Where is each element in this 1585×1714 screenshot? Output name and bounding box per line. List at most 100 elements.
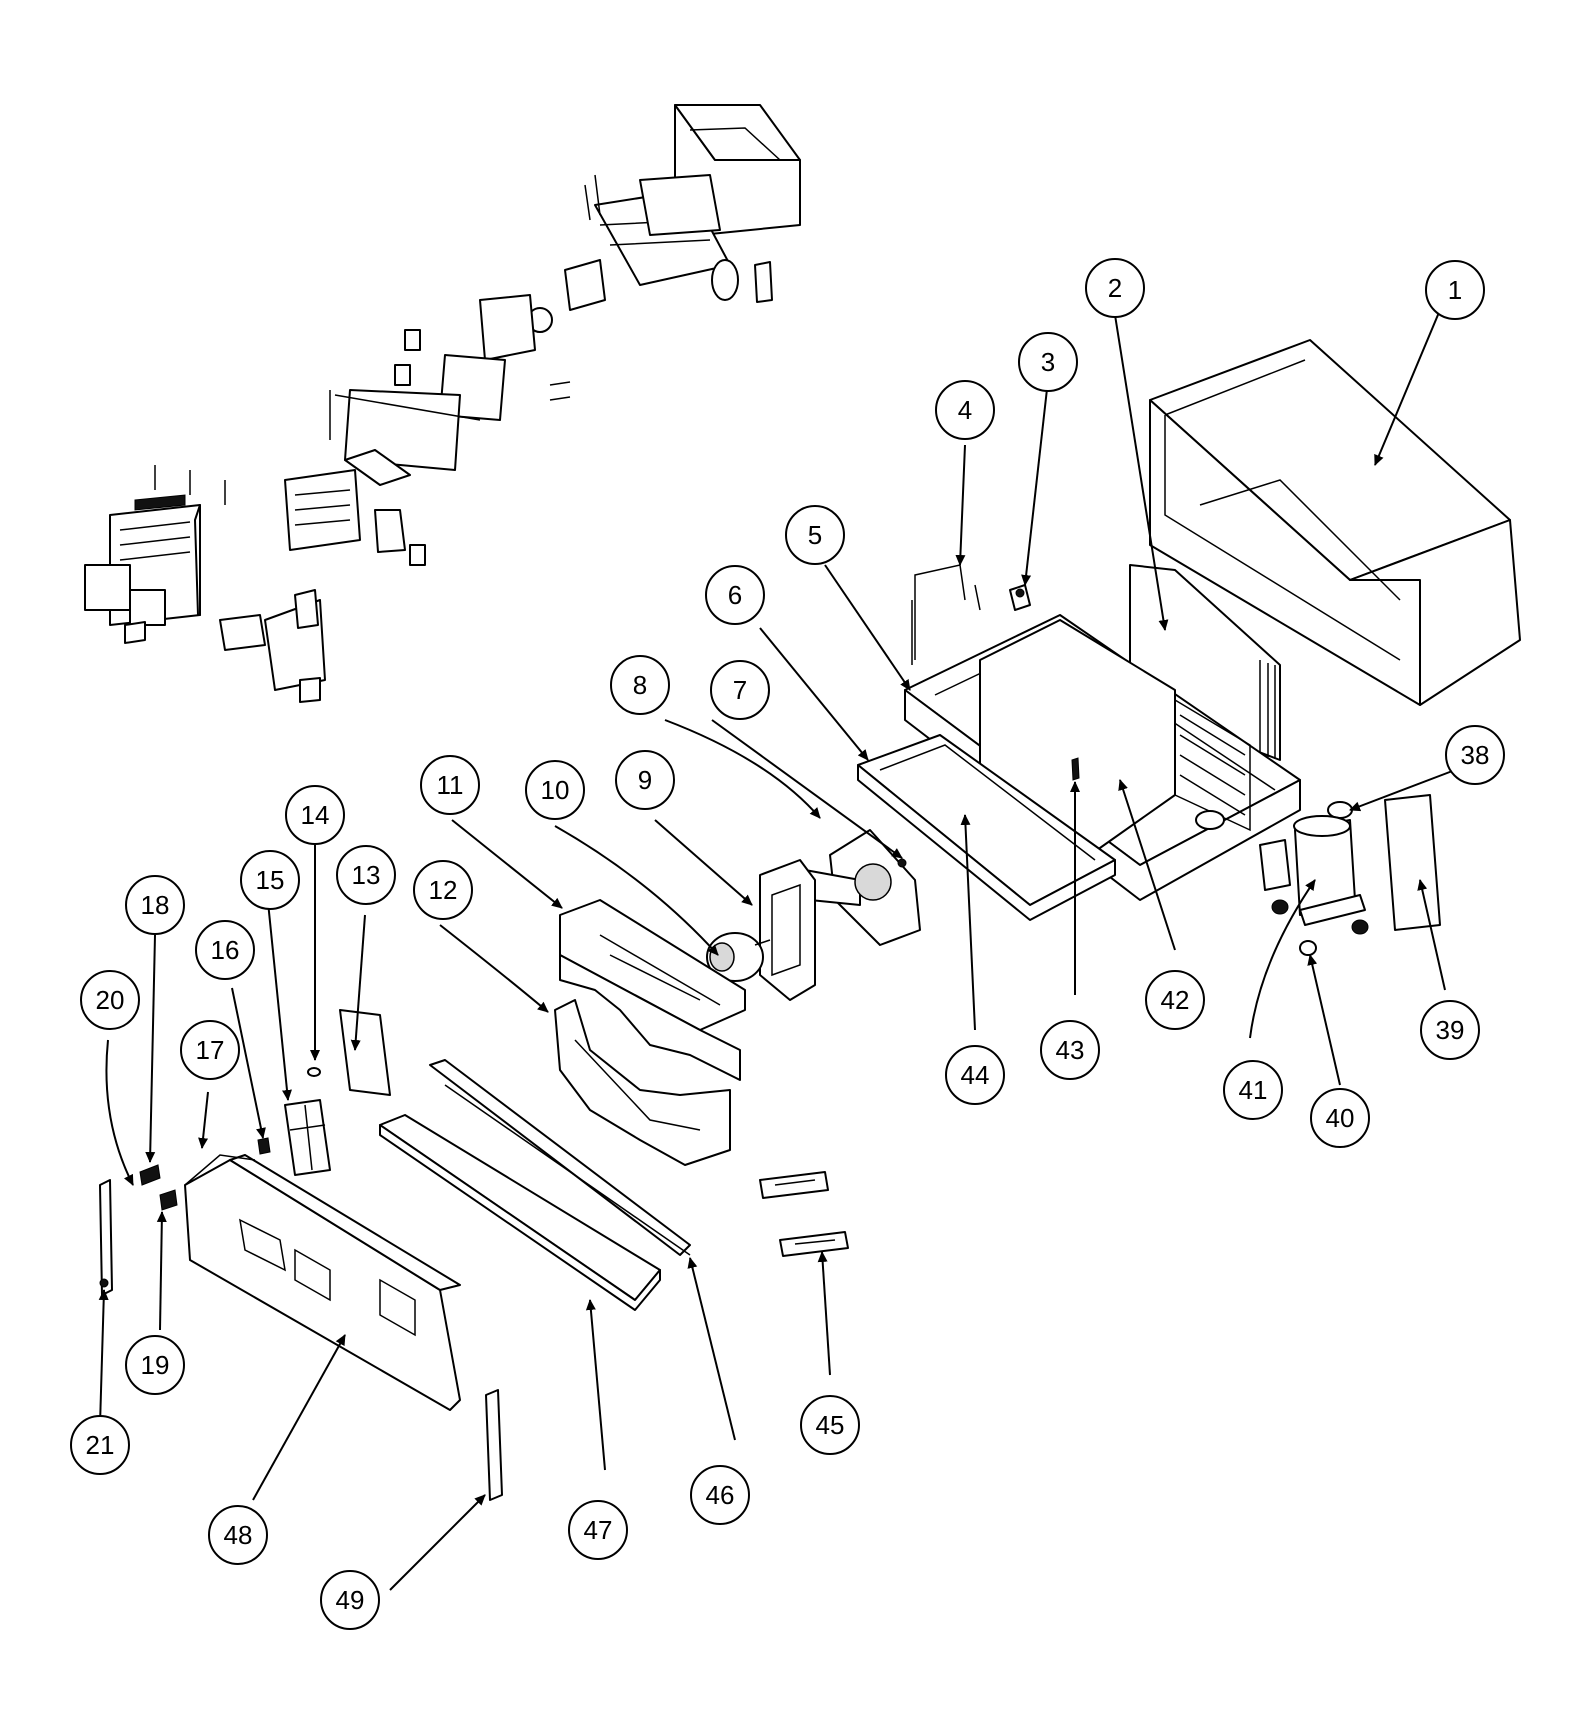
callout-19: 19	[125, 1335, 185, 1395]
part-45-brackets	[759, 1171, 849, 1257]
callout-number: 15	[256, 865, 285, 895]
part-6-drain-pan	[857, 734, 1116, 921]
callout-number: 45	[816, 1410, 845, 1440]
callout-number: 13	[352, 860, 381, 890]
callout-number: 19	[141, 1350, 170, 1380]
callout-number: 12	[429, 875, 458, 905]
callout-circle	[1145, 970, 1205, 1030]
callout-circle	[70, 1415, 130, 1475]
part-49-side-strip	[485, 1389, 503, 1501]
callout-circle	[413, 860, 473, 920]
part-9-motor-bracket	[759, 859, 816, 1001]
callout-circle	[785, 505, 845, 565]
callout-circle	[420, 755, 480, 815]
callout-circle	[336, 845, 396, 905]
callout-number: 14	[301, 800, 330, 830]
callout-number: 10	[541, 775, 570, 805]
part-4-tube	[911, 564, 981, 665]
part-46-upper-rail	[429, 1059, 691, 1256]
part-41-compressor	[1259, 815, 1369, 935]
part-39-cover	[1384, 794, 1441, 931]
callout-circle	[1018, 332, 1078, 392]
part-17-top-edge	[184, 1154, 256, 1186]
callout-circle	[935, 380, 995, 440]
callout-41: 41	[1223, 1060, 1283, 1120]
callout-circle	[1420, 1000, 1480, 1060]
callout-15: 15	[240, 850, 300, 910]
callout-4: 4	[935, 380, 995, 440]
callout-circle	[705, 565, 765, 625]
callout-13: 13	[336, 845, 396, 905]
callout-number: 49	[336, 1585, 365, 1615]
callout-circle	[208, 1505, 268, 1565]
callout-49: 49	[320, 1570, 380, 1630]
callout-10: 10	[525, 760, 585, 820]
callout-9: 9	[615, 750, 675, 810]
callout-circle	[1445, 725, 1505, 785]
callout-circle	[1040, 1020, 1100, 1080]
callout-number: 16	[211, 935, 240, 965]
part-15-control-bracket	[284, 1099, 331, 1176]
callout-43: 43	[1040, 1020, 1100, 1080]
callout-circle	[1425, 260, 1485, 320]
callout-48: 48	[208, 1505, 268, 1565]
callout-circle	[800, 1395, 860, 1455]
part-11-blower-housing-top	[559, 899, 746, 1081]
part-21-side-rail	[99, 1179, 113, 1296]
callout-21: 21	[70, 1415, 130, 1475]
callout-circle	[125, 875, 185, 935]
callout-circle	[1223, 1060, 1283, 1120]
callout-circle	[320, 1570, 380, 1630]
part-8-fan-blade	[804, 829, 921, 946]
callout-number: 44	[961, 1060, 990, 1090]
callout-circle	[180, 1020, 240, 1080]
overview-assembly-thumbnail	[84, 104, 801, 703]
callout-8: 8	[610, 655, 670, 715]
callout-16: 16	[195, 920, 255, 980]
callout-number: 1	[1448, 275, 1462, 305]
callout-circle	[80, 970, 140, 1030]
callout-circle	[690, 1465, 750, 1525]
callout-47: 47	[568, 1500, 628, 1560]
callout-circle	[568, 1500, 628, 1560]
part-19-relay	[159, 1189, 178, 1211]
part-40-mount	[1299, 940, 1317, 956]
callout-circle	[610, 655, 670, 715]
part-1-wall-sleeve-cabinet	[1149, 339, 1521, 706]
callout-circle	[125, 1335, 185, 1395]
callout-circle	[945, 1045, 1005, 1105]
part-13-access-panel	[339, 1009, 391, 1096]
part-14-knob	[307, 1067, 321, 1077]
callout-number: 17	[196, 1035, 225, 1065]
callout-number: 2	[1108, 273, 1122, 303]
callout-circle	[1310, 1088, 1370, 1148]
callout-circle	[1085, 258, 1145, 318]
part-3-clip	[1009, 584, 1031, 611]
callout-number: 43	[1056, 1035, 1085, 1065]
callout-number: 42	[1161, 985, 1190, 1015]
callout-7: 7	[710, 660, 770, 720]
callout-circle	[195, 920, 255, 980]
callout-39: 39	[1420, 1000, 1480, 1060]
part-7-fan-clip	[897, 858, 907, 868]
callout-number: 3	[1041, 347, 1055, 377]
callout-number: 46	[706, 1480, 735, 1510]
callout-5: 5	[785, 505, 845, 565]
callout-44: 44	[945, 1045, 1005, 1105]
callout-number: 8	[633, 670, 647, 700]
callout-number: 40	[1326, 1103, 1355, 1133]
callout-layer: 1234567891011121314151617181920213839404…	[70, 258, 1505, 1630]
part-48-front-panel	[184, 1154, 461, 1411]
callout-circle	[240, 850, 300, 910]
callout-17: 17	[180, 1020, 240, 1080]
callout-number: 18	[141, 890, 170, 920]
callout-number: 41	[1239, 1075, 1268, 1105]
callout-11: 11	[420, 755, 480, 815]
callout-18: 18	[125, 875, 185, 935]
callout-42: 42	[1145, 970, 1205, 1030]
callout-number: 39	[1436, 1015, 1465, 1045]
callout-2: 2	[1085, 258, 1145, 318]
callout-circle	[615, 750, 675, 810]
part-12-blower-housing-bottom	[554, 999, 731, 1166]
